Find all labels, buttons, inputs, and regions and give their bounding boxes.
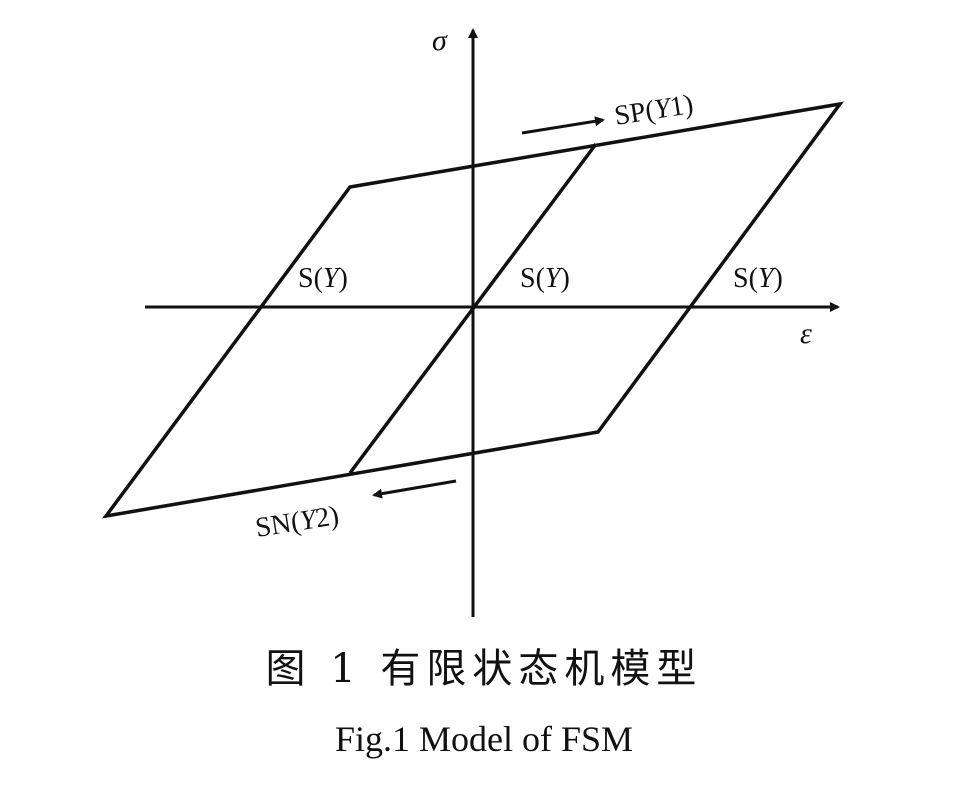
- state-label-s-center: S(Y): [520, 263, 570, 294]
- outer-loop: [101, 101, 844, 519]
- stress-axis-label: σ: [432, 24, 448, 57]
- caption-chinese: 图 1 有限状态机模型: [265, 646, 703, 692]
- state-label-sn: SN(Y2): [253, 500, 341, 544]
- state-label-s-right: S(Y): [733, 263, 783, 294]
- state-label-s-left: S(Y): [298, 263, 348, 294]
- strain-axis-label: ε: [800, 317, 812, 350]
- elastic-line: [348, 142, 598, 475]
- unloading-arrow: [372, 479, 457, 499]
- caption-english: Fig.1 Model of FSM: [334, 719, 634, 759]
- state-label-sp: SP(Y1): [612, 89, 695, 132]
- loading-arrow: [521, 116, 605, 135]
